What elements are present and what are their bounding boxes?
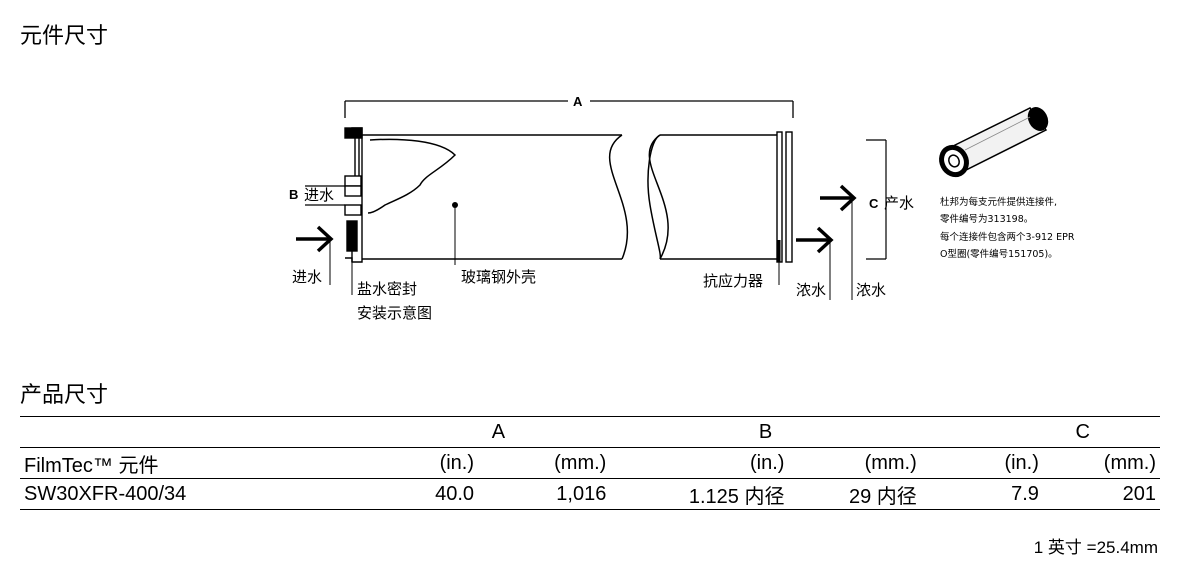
concentrate-arrow <box>796 226 834 254</box>
feed-arrow <box>296 225 334 253</box>
unit-a-in: (in.) <box>386 447 479 479</box>
shell-left-segment <box>362 134 629 260</box>
table-group-header-row: A B C <box>20 416 1160 448</box>
cell-model: SW30XFR-400/34 <box>20 478 387 510</box>
dimension-a-bracket <box>344 100 794 118</box>
dimension-b-label: B <box>289 187 298 202</box>
unit-a-mm: (mm.) <box>478 447 611 479</box>
shell-label: 玻璃钢外壳 <box>461 268 536 286</box>
right-end-cap <box>776 131 793 263</box>
brine-seal-label-line1: 盐水密封 <box>357 280 417 298</box>
table-group-header-a: A <box>386 416 611 448</box>
interconnector-note-line3: 每个连接件包含两个3-912 EPR <box>940 231 1075 243</box>
feed-port-label: 进水 <box>304 186 334 204</box>
section-title-element-dimensions: 元件尺寸 <box>20 24 109 49</box>
anti-telescoping-label: 抗应力器 <box>703 272 763 290</box>
interconnector-note-line1: 杜邦为每支元件提供连接件, <box>940 196 1057 208</box>
brine-seal-label-line2: 安装示意图 <box>357 304 432 322</box>
table-row-header-label: FilmTec™ 元件 <box>20 447 387 479</box>
dimension-a-label: A <box>573 94 583 109</box>
cell-b-in: 1.125 内径 <box>610 478 789 510</box>
concentrate-label-1: 浓水 <box>796 281 826 299</box>
dimension-c-bracket <box>866 139 887 260</box>
cell-c-mm: 201 <box>1042 478 1160 510</box>
unit-c-in: (in.) <box>920 447 1043 479</box>
unit-b-in: (in.) <box>610 447 789 479</box>
dimensions-table: A B C FilmTec™ 元件 (in.) (mm.) (in.) (mm.… <box>20 416 1160 510</box>
unit-conversion-footnote: 1 英寸 =25.4mm <box>1033 538 1158 557</box>
cell-b-mm: 29 内径 <box>788 478 921 510</box>
table-row: SW30XFR-400/34 40.0 1,016 1.125 内径 29 内径… <box>20 478 1160 510</box>
product-arrow <box>820 184 857 212</box>
cell-a-mm: 1,016 <box>478 478 611 510</box>
cell-c-in: 7.9 <box>920 478 1043 510</box>
table-group-header-b: B <box>610 416 921 448</box>
interconnector-note-line4: O型圈(零件编号151705)。 <box>940 248 1058 260</box>
interconnector-image <box>939 107 1049 178</box>
feed-label: 进水 <box>292 268 322 286</box>
interconnector-note-line2: 零件编号为313198。 <box>940 213 1033 225</box>
dimension-b-bracket <box>305 185 345 206</box>
unit-b-mm: (mm.) <box>788 447 921 479</box>
left-end-cap <box>344 127 363 263</box>
concentrate-label-2: 浓水 <box>856 281 886 299</box>
unit-c-mm: (mm.) <box>1042 447 1160 479</box>
section-title-product-dimensions: 产品尺寸 <box>20 383 109 408</box>
table-group-header-c: C <box>920 416 1160 448</box>
product-label: 产水 <box>884 194 914 212</box>
dimension-c-label: C <box>869 196 879 211</box>
shell-right-segment <box>647 134 777 260</box>
cell-a-in: 40.0 <box>386 478 479 510</box>
table-unit-header-row: FilmTec™ 元件 (in.) (mm.) (in.) (mm.) (in.… <box>20 447 1160 479</box>
